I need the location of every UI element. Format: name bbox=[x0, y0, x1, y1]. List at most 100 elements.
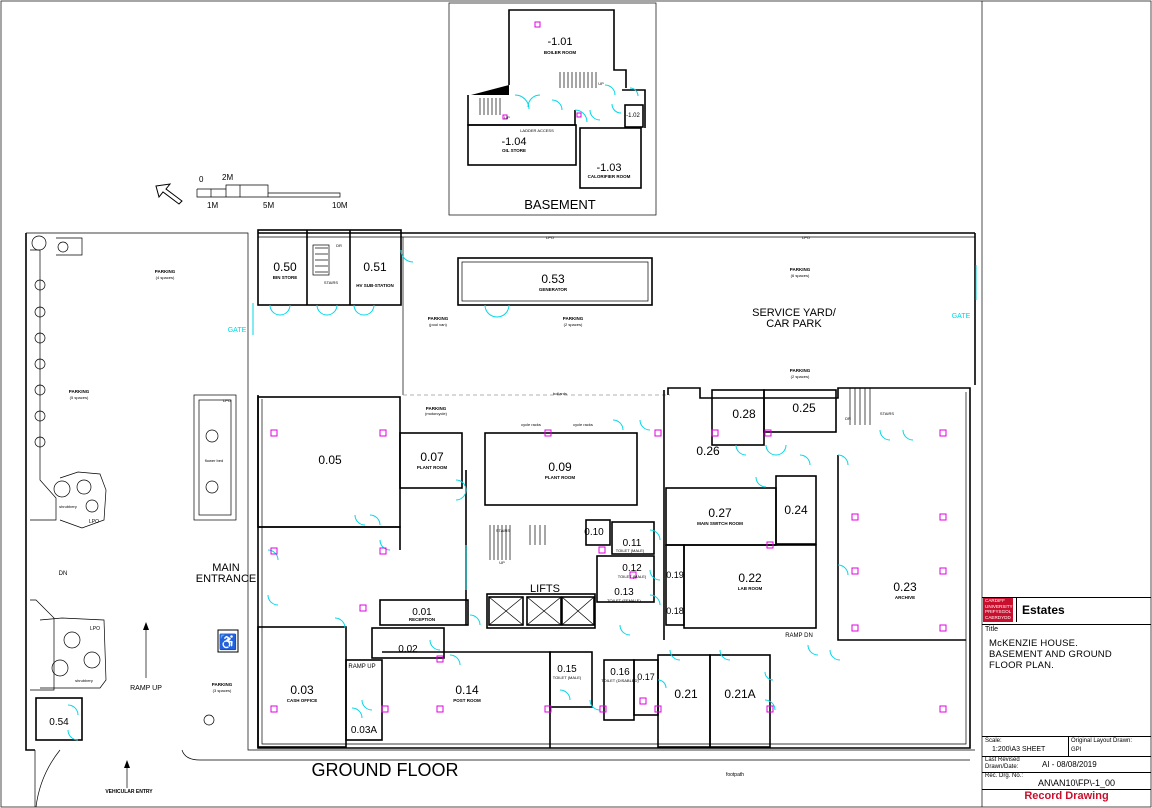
svg-text:PARKING: PARKING bbox=[790, 267, 811, 272]
svg-text:GENERATOR: GENERATOR bbox=[539, 287, 568, 292]
svg-text:shrubbery: shrubbery bbox=[75, 678, 93, 683]
room-054 bbox=[35, 697, 83, 741]
svg-text:(2 spaces): (2 spaces) bbox=[791, 374, 810, 379]
svg-text:(2 spaces): (2 spaces) bbox=[564, 322, 583, 327]
svg-text:0.26: 0.26 bbox=[696, 444, 720, 458]
note: UP bbox=[598, 81, 604, 86]
svg-text:STAIRS: STAIRS bbox=[880, 411, 894, 416]
svg-text:VEHICULAR ENTRY: VEHICULAR ENTRY bbox=[105, 789, 153, 795]
note: UP bbox=[504, 115, 510, 120]
svg-text:0.01: 0.01 bbox=[412, 607, 432, 618]
svg-text:flower bed: flower bed bbox=[205, 458, 223, 463]
svg-text:0.27: 0.27 bbox=[708, 506, 732, 520]
svg-text:LPO: LPO bbox=[546, 235, 554, 240]
svg-text:(6 spaces): (6 spaces) bbox=[791, 273, 810, 278]
area-labels: SERVICE YARD/ CAR PARK MAIN ENTRANCE LIF… bbox=[59, 307, 971, 795]
room-number: -1.02 bbox=[626, 113, 640, 119]
title-label: Title bbox=[985, 626, 998, 633]
room-number: -1.04 bbox=[501, 136, 526, 148]
svg-text:0.13: 0.13 bbox=[614, 587, 634, 598]
basement-inset: -1.01 BOILER ROOM -1.04 OIL STORE -1.03 … bbox=[448, 2, 657, 216]
department-name: Estates bbox=[1022, 603, 1065, 617]
svg-text:0.02: 0.02 bbox=[398, 644, 418, 655]
svg-text:footpath: footpath bbox=[726, 772, 744, 778]
svg-text:DN: DN bbox=[59, 571, 68, 577]
svg-text:UP: UP bbox=[499, 560, 505, 565]
svg-text:0.05: 0.05 bbox=[318, 453, 342, 467]
svg-text:0.21A: 0.21A bbox=[724, 687, 755, 701]
svg-text:cycle racks: cycle racks bbox=[521, 422, 541, 427]
svg-text:cycle racks: cycle racks bbox=[573, 422, 593, 427]
svg-text:0.14: 0.14 bbox=[455, 683, 479, 697]
svg-text:bollards: bollards bbox=[553, 391, 567, 396]
svg-text:0.03A: 0.03A bbox=[351, 725, 377, 736]
room-name: BOILER ROOM bbox=[544, 50, 577, 55]
room-name: OIL STORE bbox=[502, 148, 526, 153]
svg-text:0.09: 0.09 bbox=[548, 460, 572, 474]
svg-text:0.54: 0.54 bbox=[49, 717, 69, 728]
svg-text:TOILET (MALE): TOILET (MALE) bbox=[616, 548, 645, 553]
svg-text:(4 spaces): (4 spaces) bbox=[156, 275, 175, 280]
scale-tick: 0 bbox=[199, 175, 204, 184]
svg-text:0.11: 0.11 bbox=[623, 538, 642, 549]
ref-label: Rec. Drg. No.: bbox=[985, 773, 1024, 779]
svg-text:ARCHIVE: ARCHIVE bbox=[895, 595, 915, 600]
revised-label: Last Revised bbox=[985, 757, 1020, 763]
basement-caption: BASEMENT bbox=[524, 197, 596, 212]
svg-text:TOILET (DISABLED): TOILET (DISABLED) bbox=[601, 678, 639, 683]
svg-text:0.51: 0.51 bbox=[363, 260, 387, 274]
svg-text:LPO: LPO bbox=[223, 398, 231, 403]
svg-text:SERVICE YARD/: SERVICE YARD/ bbox=[752, 307, 837, 319]
svg-text:MAIN: MAIN bbox=[212, 562, 240, 574]
svg-text:ENTRANCE: ENTRANCE bbox=[196, 573, 257, 585]
svg-text:DR: DR bbox=[845, 416, 851, 421]
drawing-title: McKENZIE HOUSE. BASEMENT AND GROUND FLOO… bbox=[989, 638, 1112, 671]
svg-text:TOILET (FEMALE): TOILET (FEMALE) bbox=[607, 598, 641, 603]
svg-text:PARKING: PARKING bbox=[428, 316, 449, 321]
svg-text:PLANT ROOM: PLANT ROOM bbox=[417, 465, 447, 470]
svg-text:RAMP UP: RAMP UP bbox=[130, 685, 162, 692]
svg-text:CAR PARK: CAR PARK bbox=[766, 318, 822, 330]
svg-text:0.28: 0.28 bbox=[732, 407, 756, 421]
scale-tick: 5M bbox=[263, 201, 274, 210]
svg-text:PARKING: PARKING bbox=[426, 406, 447, 411]
svg-text:LPO: LPO bbox=[802, 235, 810, 240]
svg-text:(3 spaces): (3 spaces) bbox=[213, 688, 232, 693]
room-number: -1.03 bbox=[596, 162, 621, 174]
svg-text:0.18: 0.18 bbox=[666, 606, 684, 616]
drawn-label: Drawn/Date: bbox=[985, 764, 1019, 770]
layout-value: GPI bbox=[1071, 747, 1082, 753]
svg-text:HV SUB-STATION: HV SUB-STATION bbox=[356, 283, 394, 288]
svg-text:RAMP DN: RAMP DN bbox=[785, 633, 813, 639]
svg-text:0.23: 0.23 bbox=[893, 580, 917, 594]
generator-building bbox=[457, 257, 653, 306]
svg-text:PARKING: PARKING bbox=[212, 682, 233, 687]
svg-text:DR: DR bbox=[336, 243, 342, 248]
svg-text:0.15: 0.15 bbox=[557, 664, 577, 675]
svg-text:RECEPTION: RECEPTION bbox=[409, 617, 435, 622]
basement-frame bbox=[448, 2, 657, 216]
svg-text:0.19: 0.19 bbox=[666, 570, 684, 580]
svg-text:MAIN SWITCH ROOM: MAIN SWITCH ROOM bbox=[697, 521, 743, 526]
svg-text:0.25: 0.25 bbox=[792, 401, 816, 415]
svg-text:PARKING: PARKING bbox=[69, 389, 90, 394]
revised-value: AI - 08/08/2019 bbox=[1042, 760, 1097, 769]
svg-text:0.16: 0.16 bbox=[610, 667, 630, 678]
university-logo: CARDIFF UNIVERSITY PRIFYSGOL CAERDYDD bbox=[983, 598, 1013, 622]
svg-text:0.03: 0.03 bbox=[290, 683, 314, 697]
ref-value: AN\AN10\FP\-1_00 bbox=[1038, 778, 1116, 788]
small-notes: LPO LPO LPO LPO LPO STAIRS STAIRS STAIRS… bbox=[59, 235, 894, 683]
scale-value: 1:200\A3 SHEET bbox=[992, 746, 1046, 753]
svg-text:0.12: 0.12 bbox=[622, 563, 642, 574]
room-name: CALORIFIER ROOM bbox=[588, 174, 631, 179]
svg-text:PARKING: PARKING bbox=[155, 269, 176, 274]
svg-text:♿: ♿ bbox=[219, 633, 238, 651]
scale-tick: 2M bbox=[222, 173, 233, 182]
svg-text:PARKING: PARKING bbox=[790, 368, 811, 373]
svg-text:GATE: GATE bbox=[952, 313, 971, 320]
parking-labels: PARKING (4 spaces) PARKING (5 spaces) PA… bbox=[69, 267, 811, 693]
svg-text:BIN STORE: BIN STORE bbox=[273, 275, 297, 280]
outbuilding bbox=[257, 229, 402, 306]
svg-text:LIFTS: LIFTS bbox=[530, 583, 560, 595]
